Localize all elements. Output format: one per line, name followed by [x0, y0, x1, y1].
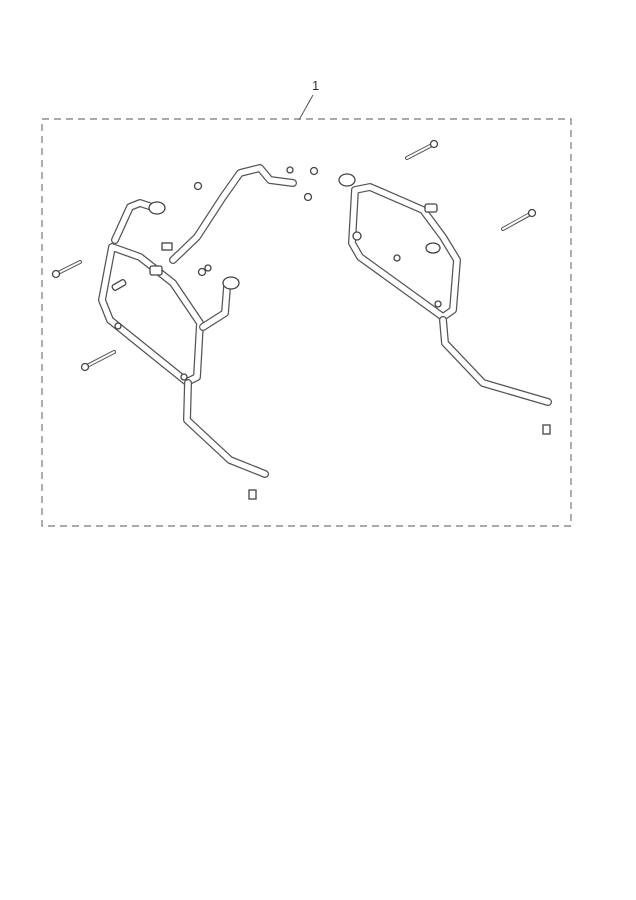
right-pannier-frame: [338, 173, 552, 406]
callout-number: 1: [312, 78, 320, 93]
callout-leader-line: [298, 94, 314, 121]
kit-dashed-boundary: [41, 118, 572, 527]
bolts: [51, 139, 537, 372]
left-pannier-frame: [98, 199, 269, 478]
nuts-and-fasteners: [161, 166, 551, 500]
center-rear-rail: [169, 164, 297, 264]
